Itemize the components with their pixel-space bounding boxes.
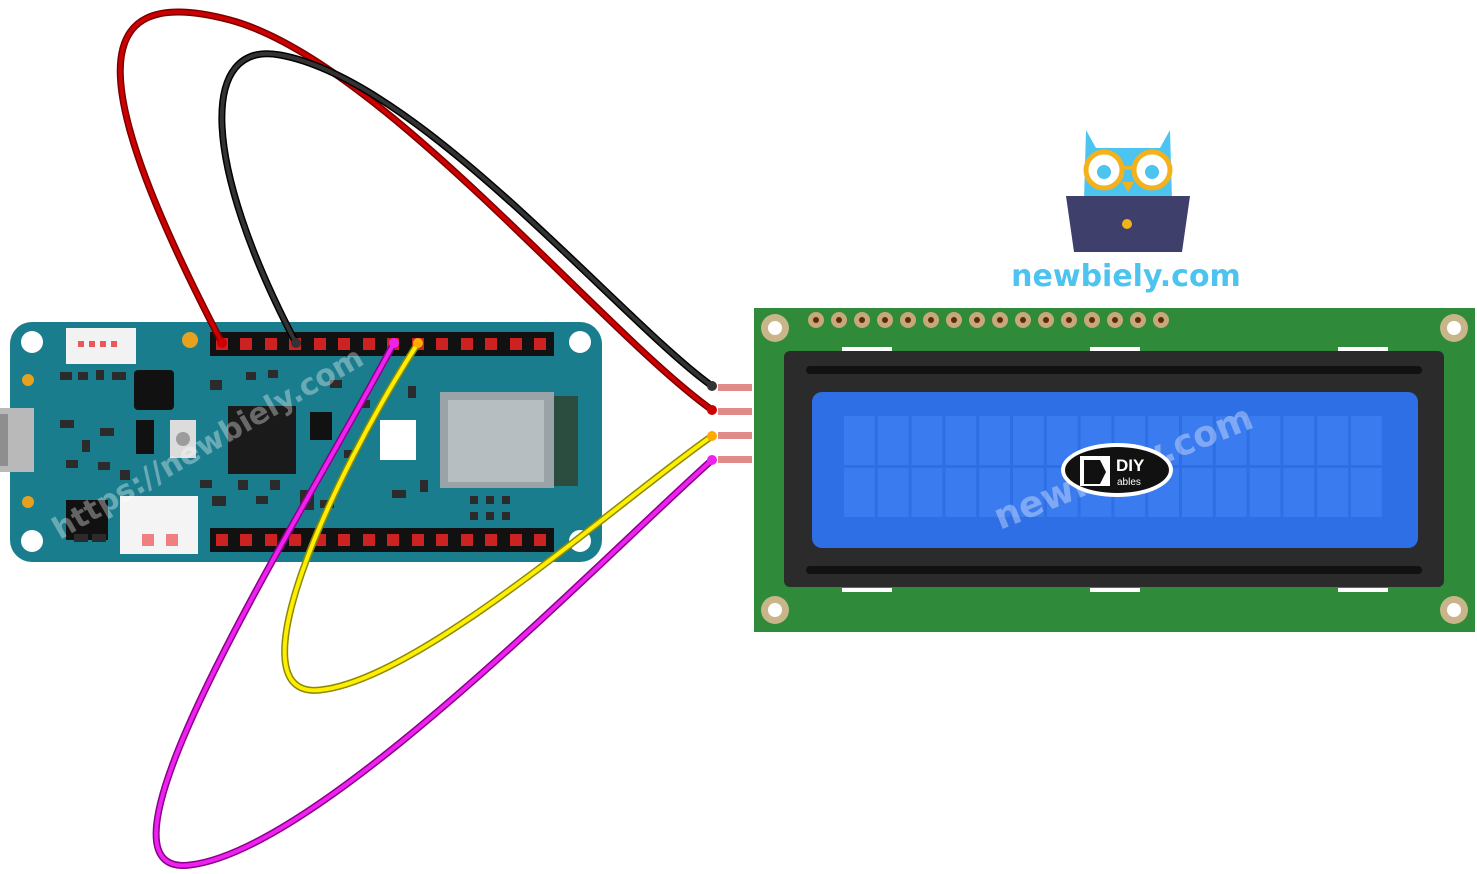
char-cell (1013, 416, 1044, 465)
mount-hole (569, 331, 591, 353)
char-cell (1182, 468, 1213, 517)
ic-chip (136, 420, 154, 454)
char-cell (1351, 468, 1382, 517)
char-cell (1249, 416, 1281, 465)
ic-chip (134, 370, 174, 410)
led-pad (182, 332, 198, 348)
char-cell (1317, 468, 1348, 517)
lcd-mount-holes (761, 314, 1468, 624)
char-cell (911, 416, 943, 465)
char-cell (979, 416, 1010, 465)
led-pad (22, 374, 34, 386)
char-cell (1013, 468, 1044, 517)
char-cell (1215, 468, 1247, 517)
char-cell (1283, 416, 1315, 465)
ic-chip (310, 412, 332, 440)
bezel-tabs (842, 347, 1388, 592)
char-cell (1182, 416, 1213, 465)
badge-bottom-text: ables (1117, 477, 1141, 488)
laptop-icon (1066, 196, 1190, 252)
char-cell (1317, 416, 1348, 465)
char-cell (945, 416, 977, 465)
ic-chip (380, 420, 416, 460)
char-cell (877, 416, 909, 465)
char-cell (844, 468, 875, 517)
main-chip (228, 406, 296, 474)
newbiely-logo: newbiely.com (1011, 130, 1241, 294)
mount-hole (21, 331, 43, 353)
bottom-pin-header (210, 528, 554, 552)
char-cell (1283, 468, 1315, 517)
char-grid (844, 416, 1382, 517)
char-cell (844, 416, 875, 465)
wires (116, 8, 717, 869)
ic-chip (66, 500, 108, 540)
power-connector (120, 496, 198, 554)
char-cell (911, 468, 943, 517)
char-cell (945, 468, 977, 517)
lcd-i2c-header (718, 384, 752, 463)
badge-top-text: DIY (1116, 456, 1145, 475)
top-pin-header (210, 332, 554, 356)
char-cell (1351, 416, 1382, 465)
char-cell (1249, 468, 1281, 517)
mount-hole (21, 530, 43, 552)
arduino-board: https://newbiely.com (0, 322, 602, 562)
led-pad (22, 496, 34, 508)
char-cell (1215, 416, 1247, 465)
diyables-badge: DIY ables (1061, 443, 1173, 497)
brand-name: newbiely.com (1011, 259, 1241, 294)
owl-icon (1083, 130, 1173, 200)
lcd-module: newbiely.com DIY ables (754, 308, 1475, 632)
char-cell (979, 468, 1010, 517)
char-cell (877, 468, 909, 517)
